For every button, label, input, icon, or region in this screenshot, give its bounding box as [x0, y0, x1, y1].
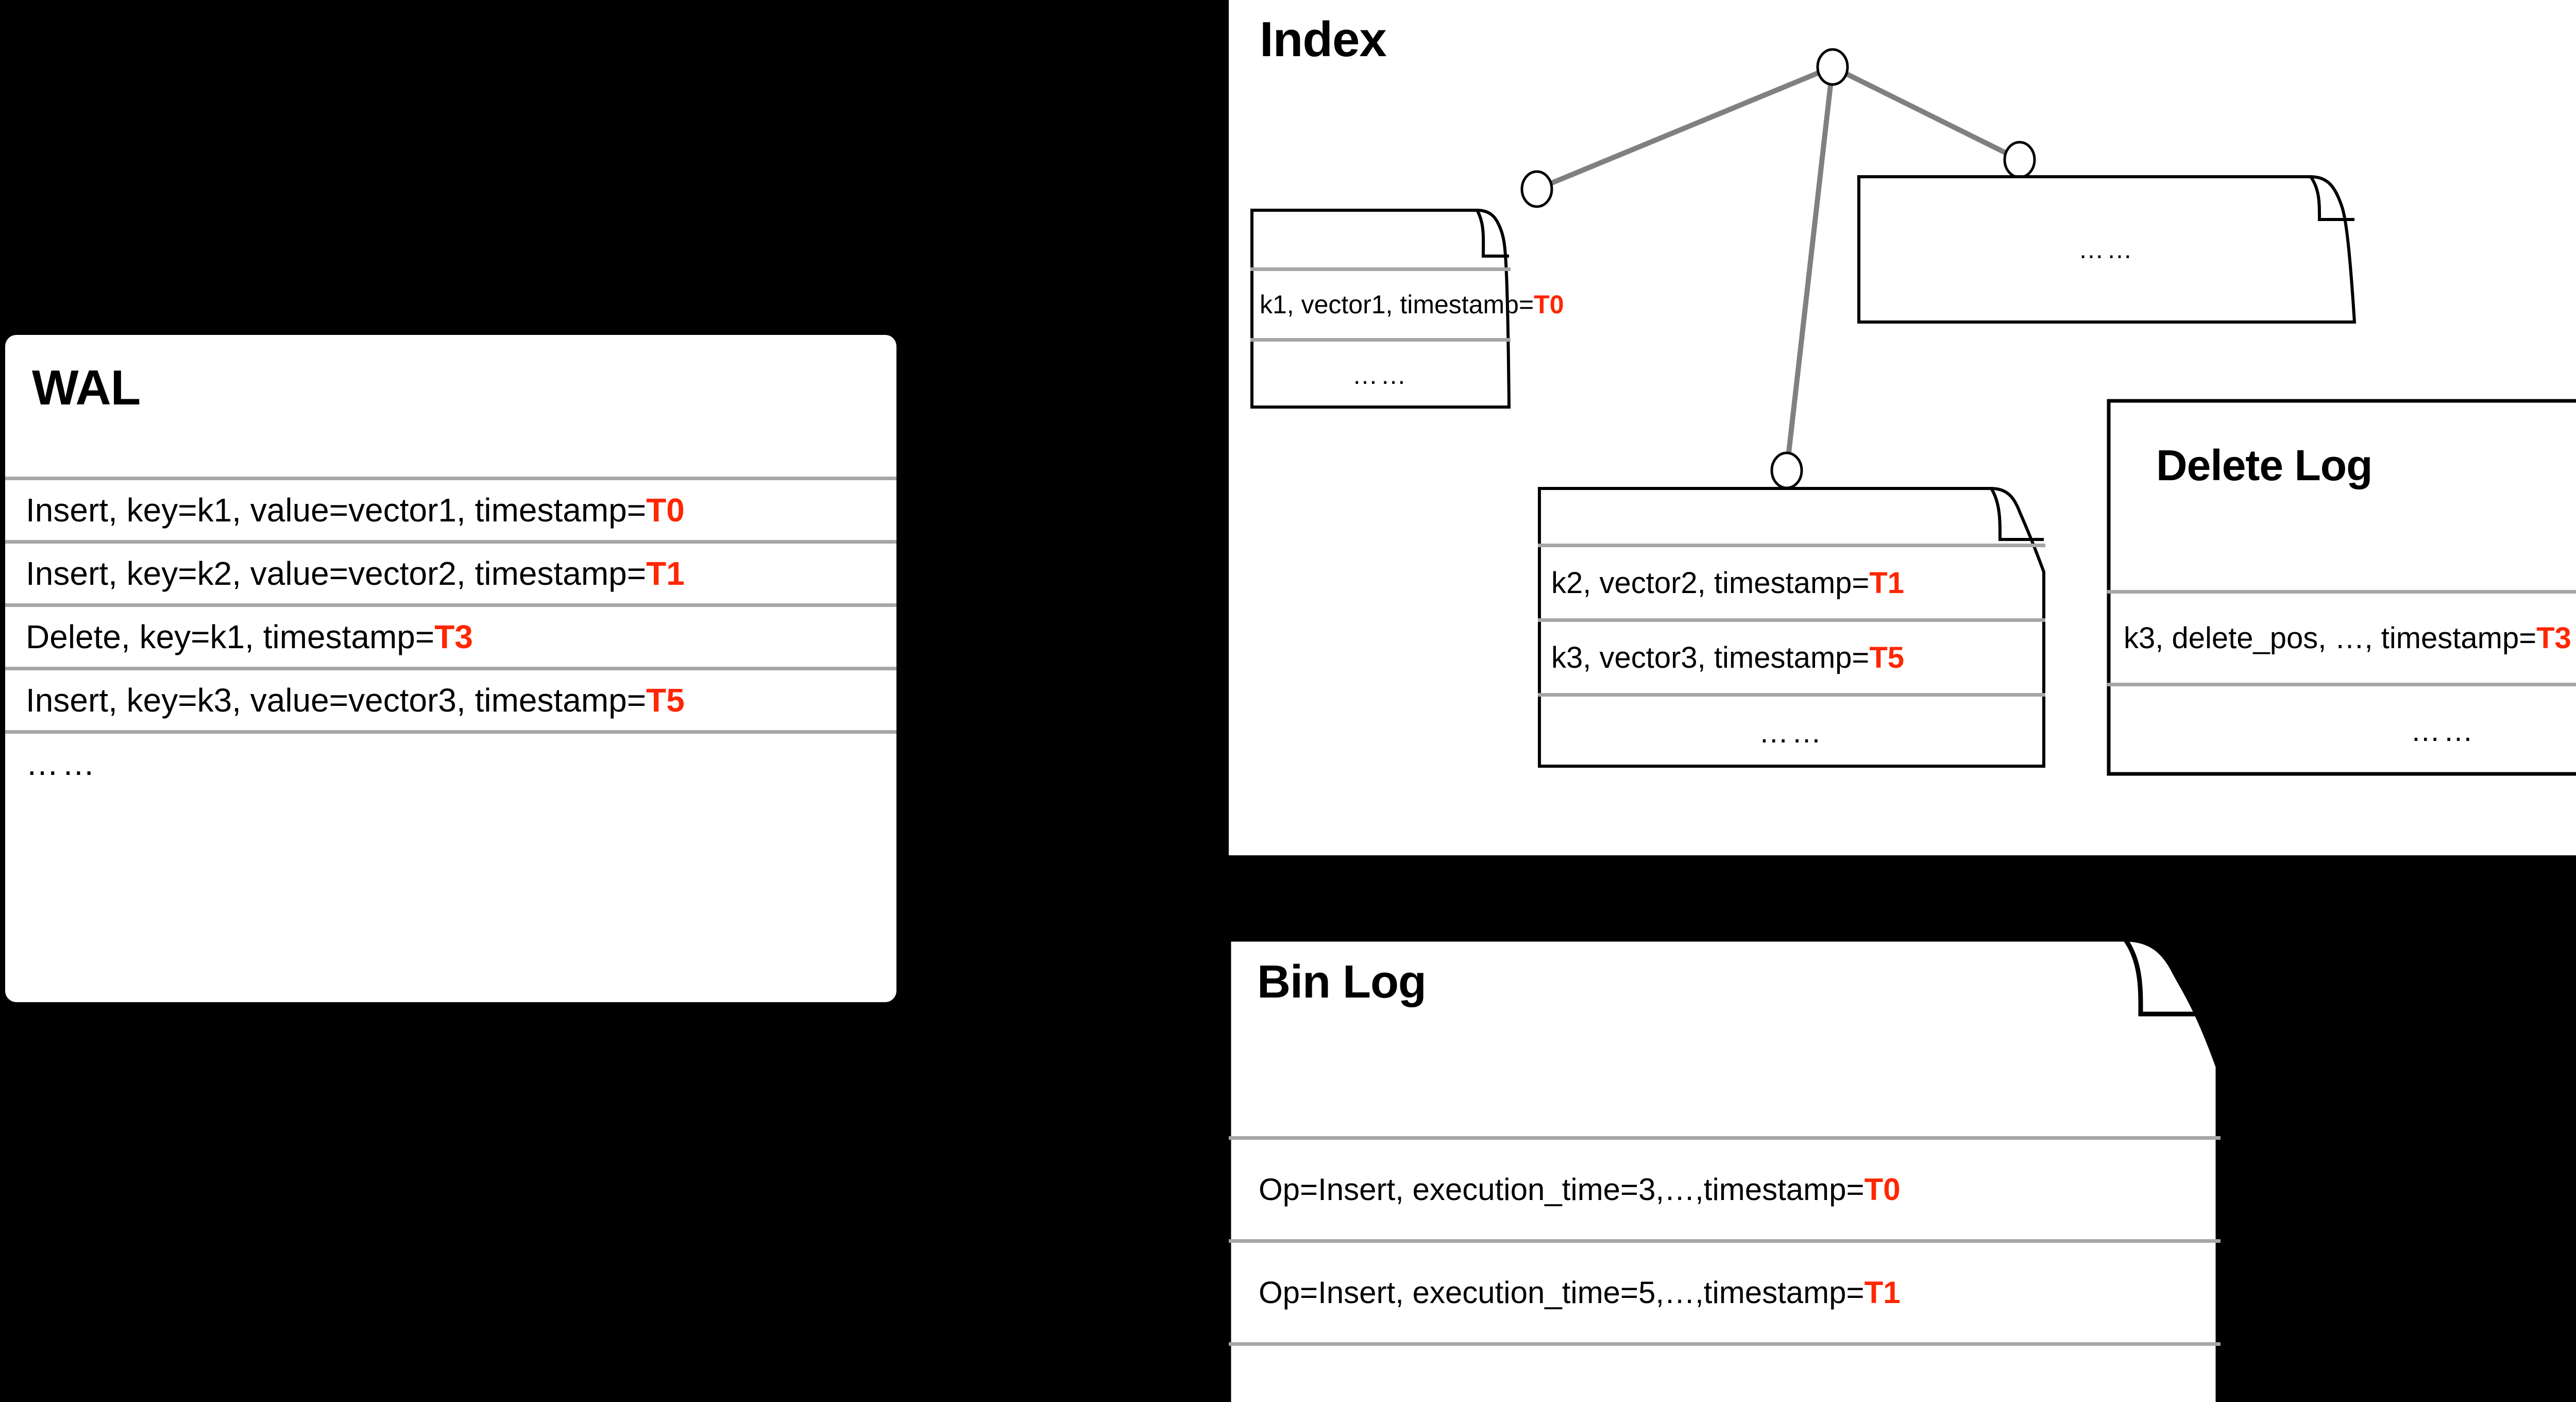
- wal-row: Insert, key=k3, value=vector3, timestamp…: [5, 667, 896, 730]
- tree-edge-middle: [1784, 66, 1835, 471]
- delete-log-row-timestamp: T3: [2536, 621, 2571, 655]
- wal-card: WAL Insert, key=k1, value=vector1, times…: [5, 335, 896, 1002]
- delete-log-row: k3, delete_pos, …, timestamp=T3: [2107, 590, 2576, 683]
- index-leaf-ellipsis-text: ……: [1352, 361, 1409, 390]
- wal-row-text: Delete, key=k1, timestamp=: [26, 618, 435, 655]
- index-title: Index: [1260, 12, 1387, 67]
- index-leaf-row-ellipsis: ……: [1538, 693, 2045, 768]
- index-leaf-row-ellipsis: ……: [1857, 175, 2356, 324]
- tree-child-node-right[interactable]: [2003, 141, 2036, 179]
- index-leaf-row-timestamp: T1: [1869, 566, 1904, 600]
- wal-row-text: Insert, key=k3, value=vector3, timestamp…: [26, 682, 647, 719]
- tree-edge-right: [1831, 64, 2021, 162]
- index-leaf-row-text: k2, vector2, timestamp=: [1551, 566, 1870, 600]
- index-leaf-ellipsis-text: ……: [2078, 235, 2135, 264]
- delete-log-row-list: k3, delete_pos, …, timestamp=T3 ……: [2107, 590, 2576, 775]
- tree-root-node[interactable]: [1816, 48, 1849, 86]
- tree-edge-left: [1536, 64, 1834, 192]
- wal-row: Insert, key=k1, value=vector1, timestamp…: [5, 477, 896, 540]
- wal-row-timestamp: T1: [646, 555, 685, 592]
- index-leaf-ellipsis-row-list: ……: [1857, 175, 2356, 324]
- folded-doc-shape: [2107, 399, 2576, 776]
- delete-log-row-text: k3, delete_pos, …, timestamp=: [2124, 621, 2537, 655]
- index-leaf-row-ellipsis: ……: [1250, 338, 1511, 409]
- bin-log-row-text: Op=Insert, execution_time=5,…,timestamp=: [1259, 1275, 1865, 1310]
- index-leaf-row-text: k1, vector1, timestamp=: [1260, 290, 1534, 319]
- index-leaf-row: k2, vector2, timestamp=T1: [1538, 544, 2045, 618]
- wal-title: WAL: [32, 360, 141, 415]
- index-leaf-row: k1, vector1, timestamp=T0: [1250, 267, 1564, 338]
- wal-row-list: Insert, key=k1, value=vector1, timestamp…: [5, 477, 896, 793]
- bin-log-row-ellipsis: ……: [1229, 1342, 2221, 1402]
- folded-doc-shape: [1857, 175, 2357, 324]
- folded-doc-shape: [1250, 209, 1511, 409]
- wal-row-text: Insert, key=k2, value=vector2, timestamp…: [26, 555, 647, 592]
- index-leaf-ellipsis-card: ……: [1857, 175, 2357, 324]
- wal-ellipsis-text: ……: [26, 745, 98, 782]
- bin-log-row-list: Op=Insert, execution_time=3,…,timestamp=…: [1229, 1136, 2221, 1402]
- index-leaf-k1-row-list: k1, vector1, timestamp=T0 ……: [1250, 267, 1564, 409]
- wal-row-ellipsis: ……: [5, 730, 896, 793]
- bin-log-row-timestamp: T0: [1864, 1172, 1901, 1207]
- delete-log-card: k3, delete_pos, …, timestamp=T3 ……: [2107, 399, 2576, 776]
- index-leaf-row: k3, vector3, timestamp=T5: [1538, 618, 2045, 693]
- bin-log-card: Op=Insert, execution_time=3,…,timestamp=…: [1226, 937, 2221, 1402]
- bin-log-row-timestamp: T1: [1864, 1275, 1901, 1310]
- index-leaf-ellipsis-text: ……: [1758, 715, 1825, 749]
- wal-row-text: Insert, key=k1, value=vector1, timestamp…: [26, 492, 647, 529]
- wal-row: Delete, key=k1, timestamp=T3: [5, 603, 896, 667]
- delete-log-title: Delete Log: [2156, 441, 2372, 489]
- bin-log-row-text: Op=Insert, execution_time=3,…,timestamp=: [1259, 1172, 1865, 1207]
- index-leaf-row-text: k3, vector3, timestamp=: [1551, 640, 1870, 674]
- bin-log-title: Bin Log: [1257, 956, 1427, 1008]
- wal-row-timestamp: T0: [646, 492, 685, 529]
- folded-doc-shape: [1226, 937, 2221, 1402]
- bin-log-row: Op=Insert, execution_time=5,…,timestamp=…: [1229, 1239, 2221, 1342]
- index-leaf-row-timestamp: T5: [1869, 640, 1904, 674]
- tree-child-node-mid[interactable]: [1770, 451, 1803, 489]
- wal-row-timestamp: T5: [646, 682, 685, 719]
- index-leaf-row-timestamp: T0: [1534, 290, 1564, 319]
- wal-row: Insert, key=k2, value=vector2, timestamp…: [5, 540, 896, 603]
- tree-child-node-left[interactable]: [1520, 170, 1553, 208]
- folded-doc-shape: [1538, 487, 2045, 768]
- bin-log-ellipsis-text: ……: [1259, 1378, 1327, 1402]
- delete-log-row-ellipsis: ……: [2107, 683, 2576, 775]
- index-leaf-k23-row-list: k2, vector2, timestamp=T1 k3, vector3, t…: [1538, 544, 2045, 768]
- wal-row-timestamp: T3: [434, 618, 473, 655]
- index-leaf-k23-card: k2, vector2, timestamp=T1 k3, vector3, t…: [1538, 487, 2045, 768]
- index-tree: [1520, 48, 2036, 489]
- bin-log-row: Op=Insert, execution_time=3,…,timestamp=…: [1229, 1136, 2221, 1239]
- index-leaf-k1-card: k1, vector1, timestamp=T0 ……: [1250, 209, 1564, 409]
- delete-log-ellipsis-text: ……: [2410, 714, 2477, 748]
